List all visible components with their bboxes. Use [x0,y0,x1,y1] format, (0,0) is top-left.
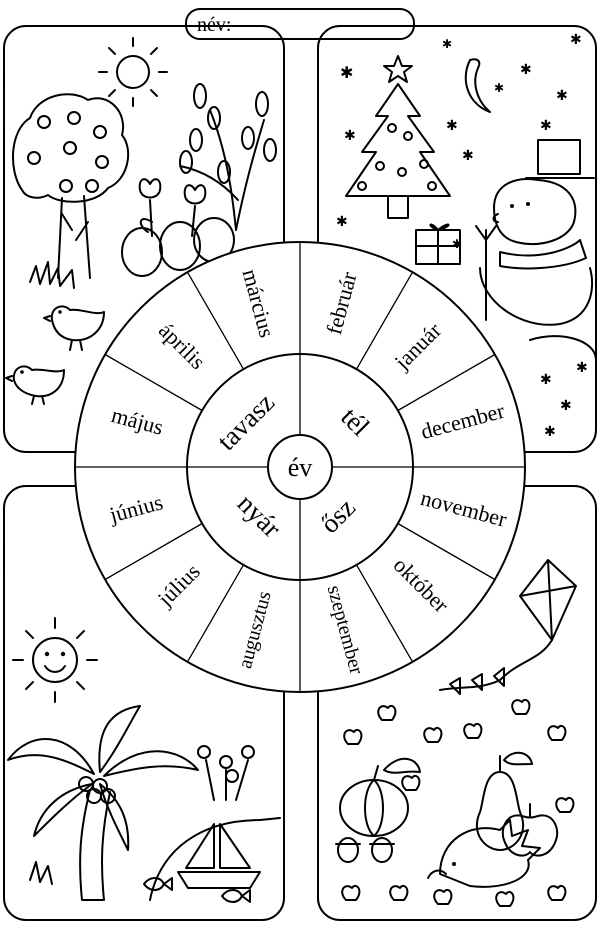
autumn-illustration [335,559,577,907]
name-field[interactable]: név: [185,8,415,40]
grass-icon [29,861,53,885]
chick-icon [43,305,105,351]
chick-icon [5,365,65,405]
grass-icon [29,261,75,289]
month-divider [186,271,245,370]
svg-text:✱: ✱ [442,37,452,51]
svg-text:✱: ✱ [540,373,552,388]
svg-text:✱: ✱ [560,399,572,414]
svg-text:✱: ✱ [462,149,474,164]
month-wheel: év tavasz tél ősz nyár februárjanuárdece… [74,241,526,693]
christmas-tree-icon [345,55,451,219]
svg-text:✱: ✱ [544,425,556,440]
kite-icon [439,559,577,695]
pear-icon [475,751,533,851]
month-divider [104,353,203,412]
month-divider [397,353,496,412]
spring-illustration [5,37,277,405]
svg-text:✱: ✱ [344,129,356,144]
svg-text:✱: ✱ [452,237,462,251]
svg-text:✱: ✱ [576,361,588,376]
sun-face-icon [12,617,98,703]
month-divider [355,564,414,663]
month-divider [397,522,496,581]
snowman-icon [475,139,597,361]
svg-text:✱: ✱ [556,89,568,104]
fallen-leaves-icon [341,698,575,907]
apple-icon [501,803,559,857]
month-dividers [74,241,526,693]
flowers-icon [197,745,255,801]
year-center-circle [267,434,333,500]
hedgehog-icon [427,819,541,888]
pussy-willow-icon [179,83,277,231]
tulip-icon [138,178,207,237]
palm-tree-icon [7,705,199,901]
svg-text:✱: ✱ [446,119,458,134]
fish-icon [143,877,251,903]
year-label: év [288,453,313,482]
svg-text:✱: ✱ [336,215,348,230]
sailboat-icon [177,823,261,889]
moon-icon [464,58,491,113]
month-divider [355,271,414,370]
blossom-tree-icon [12,93,130,279]
gift-icon [415,223,461,265]
acorn-icon [335,837,395,863]
shore-icon [149,817,281,901]
month-divider [186,564,245,663]
pumpkin-icon [339,758,421,837]
svg-text:✱: ✱ [570,33,582,48]
sun-icon [98,37,168,107]
winter-illustration: ✱ ✱ ✱ ✱ ✱ ✱ ✱ ✱ ✱ ✱ ✱ ✱ ✱ ✱ ✱ ✱ [336,33,597,440]
svg-text:✱: ✱ [540,119,552,134]
month-divider [104,522,203,581]
svg-text:✱: ✱ [340,65,353,82]
summer-illustration [7,617,281,903]
svg-text:✱: ✱ [494,81,504,95]
svg-text:✱: ✱ [520,63,532,78]
snowflakes-icon: ✱ ✱ ✱ ✱ ✱ ✱ ✱ ✱ ✱ ✱ ✱ ✱ ✱ ✱ ✱ ✱ [336,33,588,440]
